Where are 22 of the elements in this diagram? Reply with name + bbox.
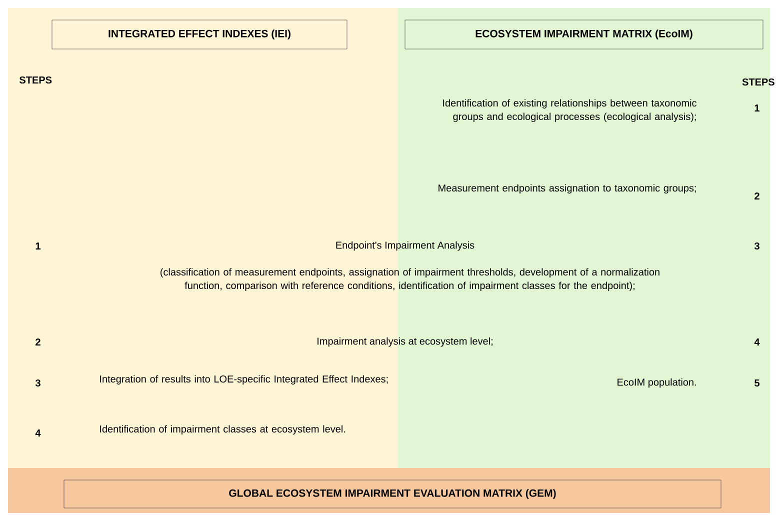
step-number: 3 (35, 379, 40, 387)
step-text: Impairment analysis at ecosystem level; (318, 337, 492, 347)
step-number: 4 (754, 338, 760, 346)
step-text: Identification of existing relationships between taxonomic groups and ecological processes (ecological analysis); (443, 99, 696, 122)
step-text: Endpoint's Impairment Analysis (336, 241, 474, 251)
step-number: 4 (35, 430, 41, 436)
column-heading: STEPS (742, 78, 774, 86)
step-number: 2 (36, 338, 40, 346)
step-text: Integration of results into LOE-specific Integrated Effect Indexes; (100, 375, 388, 385)
step-text: Identification of impairment classes at ecosystem level. (100, 425, 346, 435)
step-number: 3 (754, 242, 760, 250)
step-number: 5 (754, 380, 760, 386)
step-number: 1 (36, 242, 40, 250)
step-text: EcoIM population. (618, 378, 696, 388)
step-number: 2 (754, 192, 760, 200)
column-heading: STEPS (20, 76, 52, 84)
title-box: GLOBAL ECOSYSTEM IMPAIRMENT EVALUATION MATRIX (GEM) (64, 480, 722, 508)
step-text: Measurement endpoints assignation to taxonomic groups; (438, 184, 696, 194)
step-number: 1 (754, 104, 760, 112)
title-box: ECOSYSTEM IMPAIRMENT MATRIX (EcoIM) (404, 20, 764, 50)
step-text: (classification of measurement endpoints, assignation of impairment thresholds, development of a normalization function, comparison with reference conditions, identification of impairment classes for the endpoint); (160, 268, 660, 292)
title-box: INTEGRATED EFFECT INDEXES (IEI) (52, 20, 348, 50)
